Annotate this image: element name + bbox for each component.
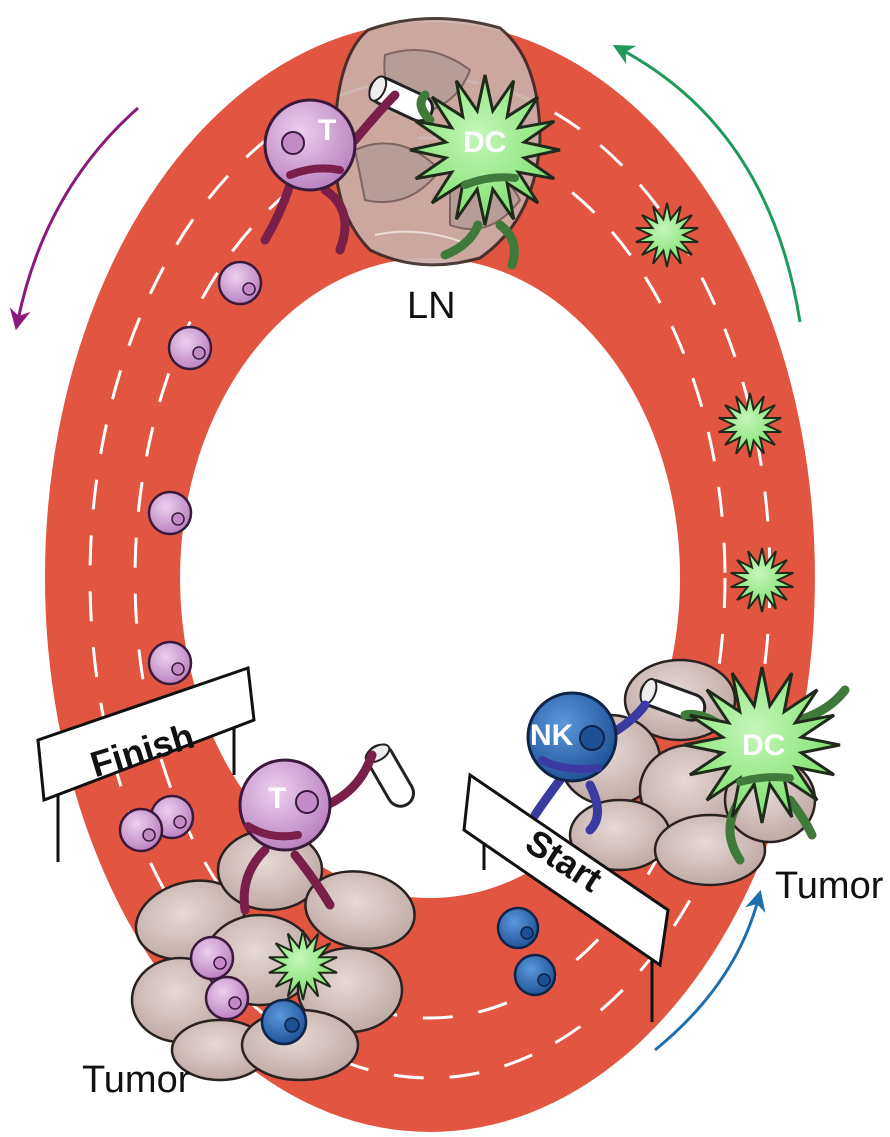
tumor-t-cell-2: [204, 975, 250, 1021]
dc-top-label: DC: [463, 126, 506, 159]
dc-right-label: DC: [742, 729, 785, 762]
tumor-nk-cell: [260, 998, 308, 1046]
small-t-cell-6: [118, 807, 164, 853]
nk-cell: NK: [526, 691, 650, 835]
lymph-node-label: LN: [407, 285, 456, 327]
dendritic-cell-top: DC: [409, 74, 561, 270]
small-nk-cell-1: [496, 906, 540, 950]
small-nk-cell-2: [513, 953, 557, 997]
green-direction-arrow: [612, 45, 802, 323]
small-dc-3: [730, 547, 794, 613]
tumor-right-label: Tumor: [775, 865, 884, 907]
baton-top: [368, 75, 434, 123]
t-cell-top-label: T: [318, 114, 336, 147]
t-cell-bottom-label: T: [268, 782, 286, 815]
tumor-t-cell-1: [189, 935, 235, 981]
small-t-cell-1: [217, 260, 263, 306]
t-cell-top: T: [260, 90, 400, 255]
t-cell-bottom: T: [238, 750, 377, 915]
nk-cell-label: NK: [530, 719, 574, 752]
small-t-cell-4: [147, 640, 193, 686]
small-dc-2: [718, 392, 782, 458]
purple-direction-arrow: [9, 106, 139, 331]
small-t-cell-2: [167, 325, 213, 371]
tumor-left-label: Tumor: [82, 1059, 191, 1101]
small-t-cell-3: [147, 490, 193, 536]
blue-direction-arrow: [654, 889, 766, 1052]
small-dc-1: [635, 202, 699, 268]
tumor-small-dc: [268, 929, 338, 1001]
dendritic-cell-right: DC: [680, 666, 850, 865]
